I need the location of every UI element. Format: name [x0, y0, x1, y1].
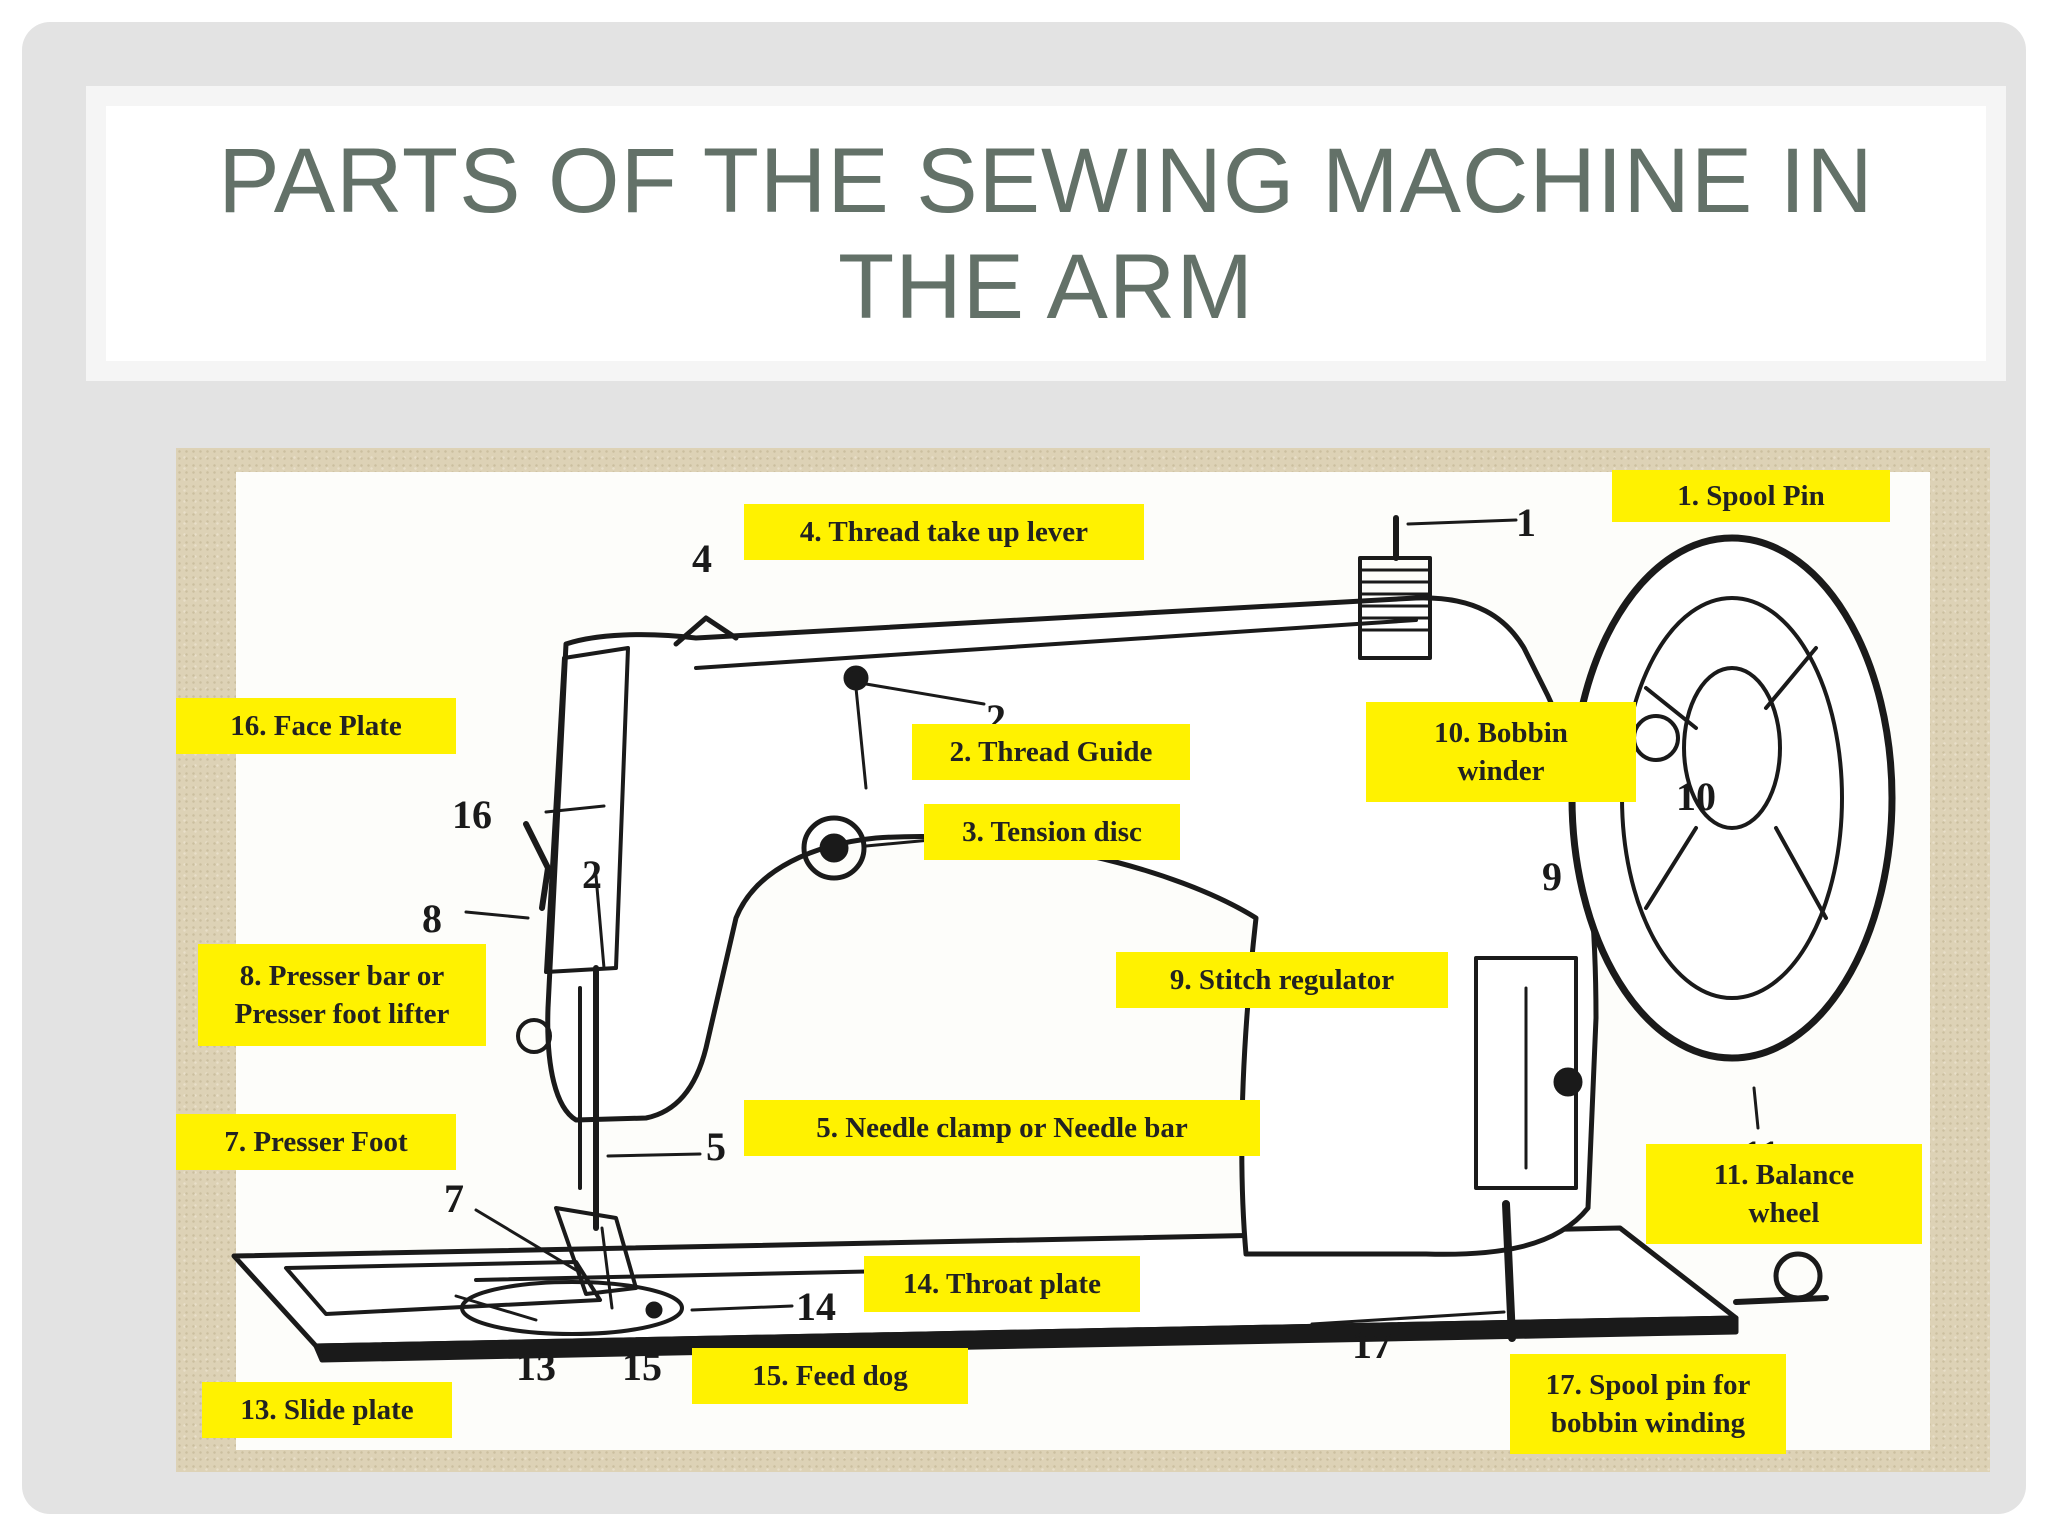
pointer-1: [1406, 518, 1518, 526]
label-feed-dog: 15. Feed dog: [692, 1348, 968, 1404]
title-box: PARTS OF THE SEWING MACHINE IN THE ARM: [86, 86, 2006, 381]
thread-guide-shape: [843, 665, 869, 691]
label-thread-guide: 2. Thread Guide: [912, 724, 1190, 780]
pointer-5: [606, 1152, 702, 1158]
part-number-8: 8: [422, 896, 442, 941]
tension-disc-shape: [801, 815, 867, 881]
part-number-9: 9: [1542, 854, 1562, 899]
sewing-machine-diagram: 1 4 2 3 16 2 8 9 10 5 7 11 14 13 15 17 1…: [176, 448, 1990, 1472]
bobbin-spool-pin: [1502, 1200, 1516, 1342]
label-stitch-regulator: 9. Stitch regulator: [1116, 952, 1448, 1008]
bed-edge: [313, 1315, 1739, 1363]
part-number-1: 1: [1516, 500, 1536, 545]
pointer-2-needle: [594, 874, 606, 970]
part-number-14: 14: [796, 1284, 836, 1329]
label-needle-clamp: 5. Needle clamp or Needle bar: [744, 1100, 1260, 1156]
pointer-14: [690, 1304, 794, 1312]
label-thread-take-up-lever: 4. Thread take up lever: [744, 504, 1144, 560]
throat-plate-shape: [460, 1280, 684, 1336]
pointer-7: [474, 1208, 578, 1272]
part-number-17: 17: [1352, 1322, 1392, 1367]
machine-arm: [545, 595, 1599, 1257]
pointer-2-guide: [864, 682, 986, 706]
label-tension-disc: 3. Tension disc: [924, 804, 1180, 860]
bed-slot: [474, 1268, 938, 1282]
part-number-13: 13: [516, 1344, 556, 1389]
pointer-8: [464, 910, 530, 920]
part-number-2-needle: 2: [582, 852, 602, 897]
needle: [600, 1226, 614, 1310]
presser-foot-shape: [554, 1206, 638, 1296]
pointer-17: [1310, 1310, 1506, 1326]
lifter-shape: [523, 821, 551, 911]
label-spool-pin: 1. Spool Pin: [1612, 470, 1890, 522]
part-number-5: 5: [706, 1124, 726, 1169]
label-throat-plate: 14. Throat plate: [864, 1256, 1140, 1312]
part-number-16: 16: [452, 792, 492, 837]
part-number-7: 7: [444, 1176, 464, 1221]
pointer-16: [544, 804, 606, 814]
label-face-plate: 16. Face Plate: [176, 698, 456, 754]
slide: PARTS OF THE SEWING MACHINE IN THE ARM: [22, 22, 2026, 1514]
label-presser-bar-lifter: 8. Presser bar or Presser foot lifter: [198, 944, 486, 1046]
take-up-lever: [673, 615, 739, 647]
slide-title: PARTS OF THE SEWING MACHINE IN THE ARM: [218, 129, 1874, 338]
label-bobbin-winder: 10. Bobbin winder: [1366, 702, 1636, 802]
label-slide-plate: 13. Slide plate: [202, 1382, 452, 1438]
label-presser-foot: 7. Presser Foot: [176, 1114, 456, 1170]
pointer-11: [1752, 1086, 1760, 1130]
face-plate-shape: [544, 646, 630, 974]
pointer-13: [454, 1294, 538, 1322]
part-number-10: 10: [1676, 774, 1716, 819]
part-number-4: 4: [692, 536, 712, 581]
label-spool-pin-bobbin-winding: 17. Spool pin for bobbin winding: [1510, 1354, 1786, 1454]
part-number-15: 15: [622, 1344, 662, 1389]
slide-plate-shape: [284, 1260, 602, 1316]
label-balance-wheel: 11. Balance wheel: [1646, 1144, 1922, 1244]
